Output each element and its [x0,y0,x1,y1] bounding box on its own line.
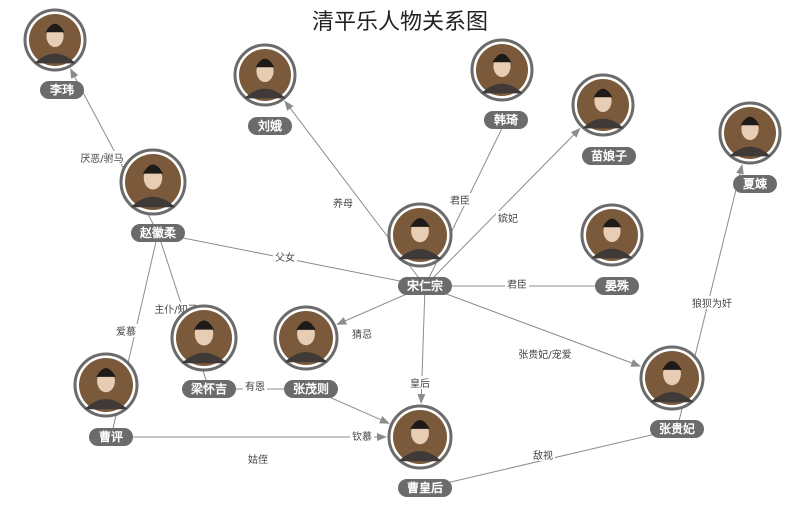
portrait-photo-icon [29,14,81,66]
portrait-photo-icon [577,79,629,131]
edge-label-text: 敌视 [533,449,553,462]
edge-song-miao [424,127,581,287]
node-label: 宋仁宗 [407,278,443,293]
portrait-photo-icon [476,44,528,96]
node-label: 曹评 [99,429,123,444]
node-label: 苗娘子 [591,148,627,163]
node-label-pill [398,277,452,295]
edge-label: 养母 [331,196,355,210]
node-label-pill [733,175,777,193]
node-liue[interactable]: 刘娥 [233,43,297,135]
node-label: 张茂则 [293,381,329,396]
edge-label: 君臣 [448,193,472,207]
edge-label-text: 姑侄 [248,453,268,466]
portrait-photo-icon [79,358,133,412]
node-label-pill [131,224,185,242]
node-label-pill [89,428,133,446]
portrait-photo-icon [393,410,447,464]
node-caoping[interactable]: 曹评 [73,352,139,446]
node-song[interactable]: 宋仁宗 [387,202,453,295]
node-label-pill [40,81,84,99]
node-label: 梁怀吉 [190,381,227,396]
edge-label: 钦慕 [350,429,374,443]
edge-label-text: 厌恶/驸马 [80,152,123,165]
edge-label: 君臣 [505,277,529,291]
node-label: 张贵妃 [659,421,695,436]
portrait-photo-icon [724,107,776,159]
edge-label: 嫔妃 [496,211,520,225]
edge-label-text: 爱慕 [116,325,136,338]
node-label-pill [582,147,636,165]
edge-label-text: 有恩 [245,380,265,393]
node-label-pill [650,420,704,438]
node-xiasong[interactable]: 夏竦 [718,101,782,193]
node-label: 晏殊 [605,278,630,293]
edge-label: 狼狈为奸 [690,296,734,310]
edge-label: 敌视 [531,448,555,462]
edge-label: 姑侄 [246,452,270,466]
node-label: 赵徽柔 [139,225,177,240]
node-label-pill [595,277,639,295]
node-label-pill [398,479,452,497]
edge-label-text: 钦慕 [352,430,372,443]
node-label-pill [284,380,338,398]
edge-label: 厌恶/驸马 [75,151,129,165]
portrait-photo-icon [279,311,333,365]
edge-label: 皇后 [408,376,432,390]
portrait-photo-icon [645,351,699,405]
edge-song-zhanggf [424,285,642,367]
node-label: 夏竦 [743,176,768,191]
edge-label-text: 君臣 [450,195,470,207]
node-zhangmz[interactable]: 张茂则 [273,305,339,398]
node-label: 李玮 [49,82,74,97]
edge-label: 有恩 [243,379,267,393]
portrait-photo-icon [586,209,638,261]
edge-label-text: 皇后 [410,377,430,390]
node-label: 曹皇后 [407,480,443,495]
edge-label-text: 猜忌 [352,328,372,341]
node-hanqi[interactable]: 韩琦 [470,38,534,129]
node-label: 刘娥 [258,118,282,133]
node-caohh[interactable]: 曹皇后 [387,404,453,497]
edge-label: 猜忌 [350,327,374,341]
edge-label-text: 嫔妃 [498,212,518,225]
edge-label-text: 君臣 [507,279,527,291]
edge-label: 爱慕 [114,324,138,338]
node-yanshu[interactable]: 晏殊 [580,203,644,295]
node-lianghj[interactable]: 梁怀吉 [170,304,238,398]
edge-label-text: 张贵妃/宠爱 [518,348,571,361]
edge-label-text: 养母 [333,197,353,210]
node-zhaohui[interactable]: 赵徽柔 [119,148,187,242]
edge-label: 张贵妃/宠爱 [513,347,577,361]
node-label-pill [484,111,528,129]
node-label: 韩琦 [494,112,518,127]
node-zhanggf[interactable]: 张贵妃 [639,345,705,438]
node-lihui[interactable]: 李玮 [23,8,87,99]
portrait-photo-icon [393,208,447,262]
portrait-photo-icon [125,154,181,210]
edge-label: 父女 [273,250,297,264]
node-miao[interactable]: 苗娘子 [571,73,636,165]
node-label-pill [182,380,236,398]
portrait-photo-icon [239,49,291,101]
portrait-photo-icon [176,310,232,366]
edge-label-text: 狼狈为奸 [692,297,732,310]
diagram-title: 清平乐人物关系图 [311,10,488,35]
edge-label-text: 父女 [275,251,295,264]
node-label-pill [248,117,292,135]
